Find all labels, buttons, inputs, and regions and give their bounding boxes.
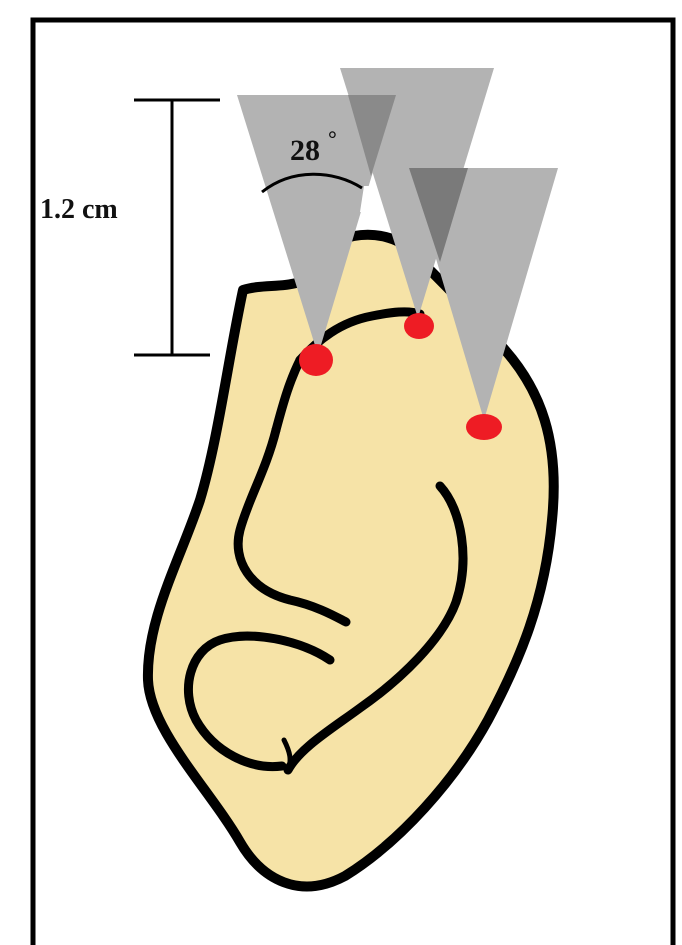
target-point-middle: [404, 313, 434, 339]
measurement-label: 1.2 cm: [40, 194, 118, 225]
target-point-right: [466, 414, 502, 440]
angle-degree-symbol: °: [328, 126, 337, 151]
target-point-left: [299, 344, 333, 376]
angle-label: 28: [290, 134, 320, 167]
